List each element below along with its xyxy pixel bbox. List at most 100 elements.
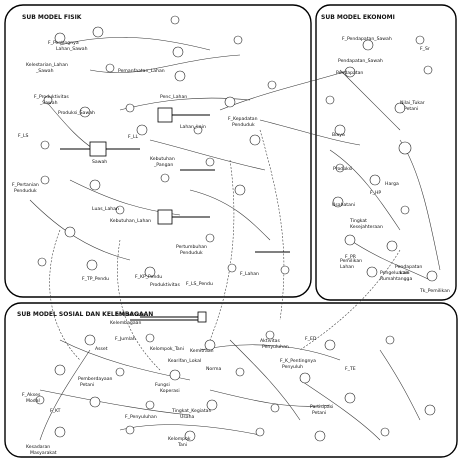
node (37, 257, 47, 267)
node (125, 103, 135, 113)
sosial-variable-label: Penyuluhan (262, 344, 289, 350)
sosial-variable-label: Kearifan_Lokal (168, 358, 201, 364)
node (224, 96, 236, 108)
fisik-variable-label: Pertumbuhan (176, 244, 207, 250)
ekonomi-variable-label: Lain (400, 270, 410, 276)
node (40, 140, 50, 150)
node (172, 46, 184, 58)
node (344, 392, 356, 404)
fisik-variable-label: F_LS_Pendu (186, 281, 213, 287)
fisik-variable-label: Kebutuhan (150, 156, 175, 162)
fisik-variable-label: _Sawah (39, 100, 58, 106)
sosial-variable-label: Masyarakat (30, 450, 57, 456)
fisik-variable-label: F_TP_Pendu (82, 276, 109, 282)
panel-title-fisik: SUB MODEL FISIK (22, 14, 82, 21)
ekonomi-variable-label: Rumahtangga (380, 276, 412, 282)
node (206, 399, 218, 411)
ekonomi-variable-label: Kesejahteraan (350, 224, 383, 230)
sosial-variable-label: F_Jumlah (115, 336, 136, 342)
sosial-variable-label: Fungsi (155, 382, 170, 388)
fisik-variable-label: Kelestarian_Lahan (26, 62, 68, 68)
node (184, 430, 196, 442)
node (89, 179, 101, 191)
node (267, 80, 277, 90)
node (64, 226, 76, 238)
panel-title-sosial: SUB MODEL SOSIAL DAN KELEMBAGAAN (17, 311, 153, 318)
fisik-variable-label: Penduduk (14, 188, 37, 194)
sosial-variable-label: Kelompok (168, 436, 191, 442)
aux-nodes (35, 15, 438, 442)
ekonomi-variable-label: Tingkat (349, 218, 367, 224)
node (255, 427, 265, 437)
sosial-variable-label: Koperasi (160, 388, 180, 394)
panel-sosial (4, 302, 458, 458)
fisik-labels: F_PentingnyaLahan_SawahKelestarian_Lahan… (12, 40, 259, 288)
fisik-variable-label: Penc_Lahan (160, 94, 187, 100)
fisik-variable-label: F_KP_Pendu (135, 274, 162, 280)
stock-lahan-lain (157, 107, 173, 123)
node (423, 65, 433, 75)
sosial-variable-label: Norma (206, 366, 222, 372)
ekonomi-variable-label: Harga (385, 181, 399, 187)
ekonomi-variable-label: Pendapatan (395, 264, 422, 270)
node (235, 367, 245, 377)
fisik-variable-label: Sawah (92, 159, 107, 165)
fisik-variable-label: Pemanfaatan_Lahan (118, 68, 165, 74)
node (325, 95, 335, 105)
fisik-variable-label: Produksi_Sawah (58, 110, 95, 116)
node (380, 427, 390, 437)
node (144, 266, 156, 278)
sosial-variable-label: F_KT (50, 408, 61, 414)
node (35, 395, 45, 405)
fisik-variable-label: F_Pentingnya (48, 40, 79, 46)
ekonomi-variable-label: F_Pendapatan_Sawah (342, 36, 392, 42)
fisik-variable-label: F_Produktivitas (34, 94, 69, 100)
fisik-variable-label: F_Lahan (240, 271, 259, 277)
panel-title-ekonomi: SUB MODEL EKONOMI (321, 14, 395, 21)
sosial-variable-label: Tani (177, 442, 187, 448)
node (426, 270, 438, 282)
node (160, 173, 170, 183)
node (344, 66, 356, 78)
node (270, 403, 280, 413)
node (89, 396, 101, 408)
ekonomi-variable-label: Usahatani (332, 202, 355, 208)
fisik-variable-label: Produktivitas (150, 282, 180, 288)
node (299, 372, 311, 384)
sosial-variable-label: Petani (80, 382, 94, 388)
sosial-variable-label: Kelembagaan (110, 320, 141, 326)
node (145, 400, 155, 410)
ekonomi-variable-label: F_HP (370, 190, 381, 196)
stock-kelembagaan (197, 311, 207, 323)
sosial-variable-label: Kelompok_Tani (150, 346, 184, 352)
sosial-variable-label: Partisipasi (310, 404, 333, 410)
node (43, 95, 53, 105)
node (234, 184, 246, 196)
node (386, 240, 398, 252)
node (400, 205, 410, 215)
sosial-variable-label: Pemberdayaan (78, 376, 113, 382)
ekonomi-variable-label: Tk_Pemilikan (419, 288, 450, 294)
node (174, 70, 186, 82)
ekonomi-variable-label: Pendapatan_Sawah (338, 58, 383, 64)
ekonomi-variable-label: Biaya (332, 132, 345, 138)
ekonomi-variable-label: Produksi (333, 166, 352, 172)
node (115, 205, 125, 215)
node (54, 426, 66, 438)
node (324, 339, 336, 351)
fisik-variable-label: Penduduk (180, 250, 203, 256)
node (136, 124, 148, 136)
ekonomi-variable-label: Pendapatan (336, 70, 363, 76)
sosial-variable-label: Asset (95, 346, 108, 352)
node (145, 333, 155, 343)
node (280, 265, 290, 275)
node (344, 234, 356, 246)
sosial-variable-label: Kesadaran (26, 444, 50, 450)
node (366, 266, 378, 278)
panel-ekonomi (315, 4, 457, 301)
sosial-variable-label: F_ED (305, 336, 317, 342)
node (86, 259, 98, 271)
node (170, 15, 180, 25)
